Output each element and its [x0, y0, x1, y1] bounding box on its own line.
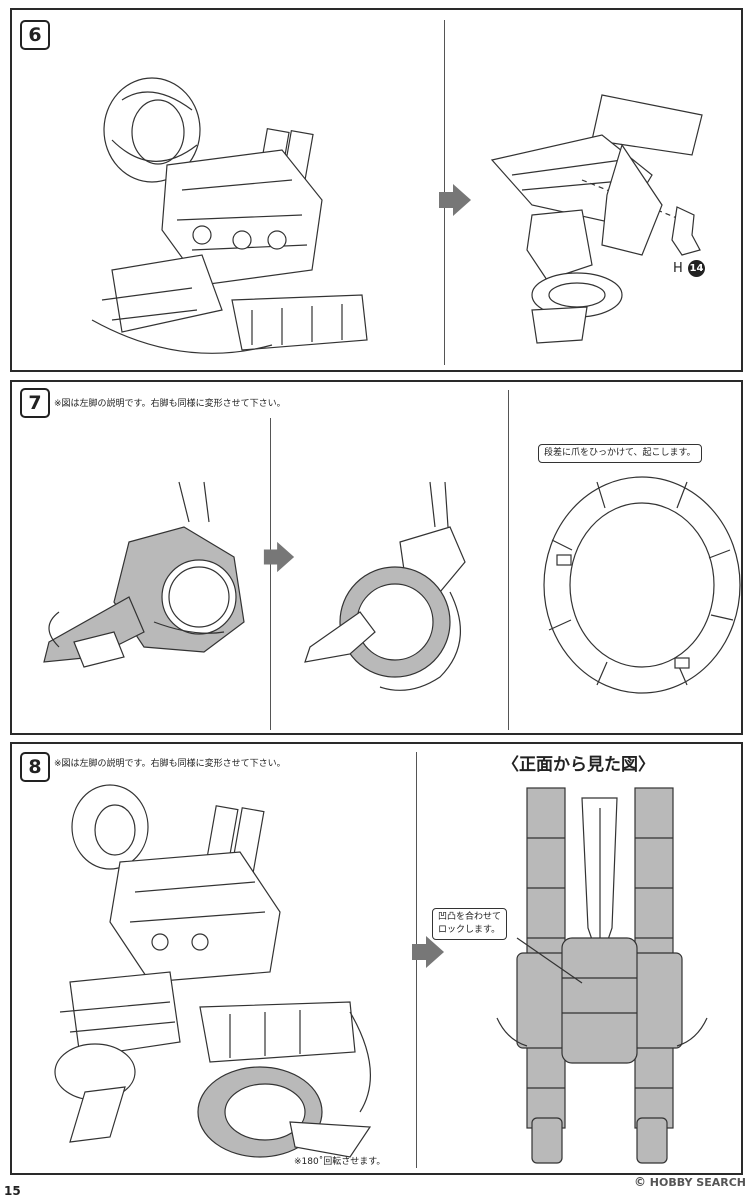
step-arrow [439, 184, 471, 216]
step-arrow [412, 936, 444, 968]
step-7-panel: 7 ※図は左脚の説明です。右脚も同様に変形させて下さい。 段差に爪をひっかけて、… [10, 380, 743, 735]
step-note: ※図は左脚の説明です。右脚も同様に変形させて下さい。 [54, 399, 286, 409]
callout-line: ロックします。 [438, 925, 501, 935]
leg-illustration [91, 77, 368, 354]
leg-illustration [54, 784, 372, 1158]
front-view-illustration [496, 787, 708, 1164]
transformed-leg-illustration [490, 94, 703, 344]
panel-divider [508, 390, 509, 730]
page-number: 15 [4, 1184, 21, 1198]
part-number-badge: 14 [688, 260, 705, 277]
step-arrow [263, 541, 295, 573]
watermark: © HOBBY SEARCH [634, 1175, 746, 1189]
ring-detail-illustration [543, 476, 741, 694]
step-note: ※図は左脚の説明です。右脚も同様に変形させて下さい。 [54, 759, 286, 769]
copyright-mark: © [633, 1175, 646, 1189]
step-number: 6 [20, 20, 50, 50]
step-number: 7 [20, 388, 50, 418]
callout-box: 段差に爪をひっかけて、起こします。 [538, 444, 702, 463]
step-6-panel: 6 H 14 [10, 8, 743, 372]
part-letter: H [673, 261, 683, 276]
callout-box: 凹凸を合わせて ロックします。 [432, 908, 508, 940]
step-8-panel: 8 ※図は左脚の説明です。右脚も同様に変形させて下さい。 ※180˚回転させます… [10, 742, 743, 1175]
ring-illustration-b [304, 481, 466, 691]
step-number: 8 [20, 752, 50, 782]
panel-divider [270, 418, 271, 730]
rotate-note: ※180˚回転させます。 [294, 1157, 386, 1167]
watermark-text: HOBBY SEARCH [649, 1176, 746, 1189]
ring-illustration-a [43, 481, 245, 668]
view-title: 〈正面から見た図〉 [502, 755, 655, 775]
callout-line: 凹凸を合わせて [438, 912, 502, 922]
